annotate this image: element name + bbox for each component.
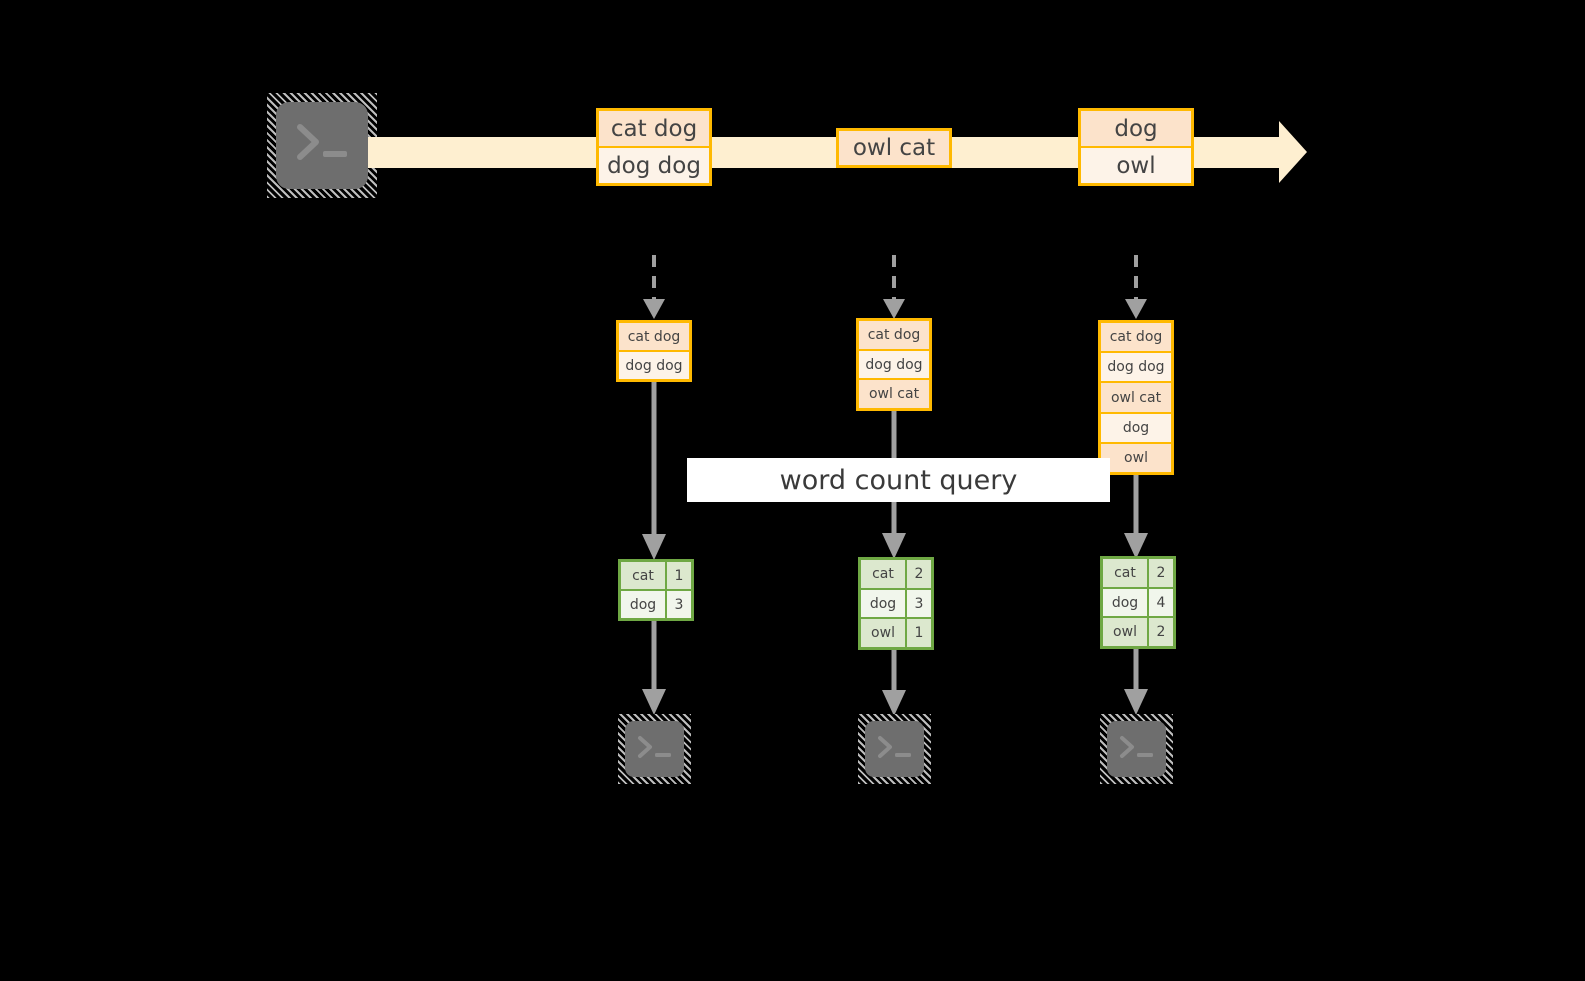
terminal-prompt-glyph [267, 93, 377, 198]
buffer-2-line-3: owl cat [859, 378, 929, 409]
sink-terminal-icon-3 [1100, 714, 1173, 784]
buffer-snapshot-3: cat dog dog dog owl cat dog owl [1098, 320, 1174, 475]
table-row: owl 1 [861, 617, 931, 648]
result-2-word-3: owl [861, 619, 905, 648]
result-3-word-3: owl [1103, 618, 1147, 647]
terminal-body [865, 721, 924, 777]
result-1-word-1: cat [621, 562, 665, 589]
terminal-body [625, 721, 684, 777]
sink-terminal-icon-1 [618, 714, 691, 784]
terminal-prompt-glyph [858, 714, 931, 784]
result-3-count-1: 2 [1147, 559, 1173, 587]
buffer-3-line-4: dog [1101, 411, 1171, 442]
terminal-body [1107, 721, 1166, 777]
buffer-2-line-2: dog dog [859, 348, 929, 379]
sink-terminal-icon-2 [858, 714, 931, 784]
result-to-sink-connector-2 [880, 650, 908, 718]
result-to-sink-connector-1 [640, 621, 668, 717]
result-table-1: cat 1 dog 3 [618, 559, 694, 621]
table-row: cat 2 [1103, 559, 1173, 587]
buffer-to-result-connector-3 [1122, 475, 1150, 561]
stream-record-3-line-2: owl [1081, 146, 1191, 183]
buffer-to-result-connector-1 [640, 382, 668, 562]
result-table-3: cat 2 dog 4 owl 2 [1100, 556, 1176, 649]
buffer-3-line-2: dog dog [1101, 351, 1171, 382]
table-row: cat 1 [621, 562, 691, 589]
result-2-word-1: cat [861, 560, 905, 588]
result-1-count-1: 1 [665, 562, 691, 589]
terminal-prompt-glyph [1100, 714, 1173, 784]
table-row: dog 4 [1103, 586, 1173, 617]
result-2-word-2: dog [861, 589, 905, 618]
terminal-body [276, 102, 368, 189]
buffer-snapshot-2: cat dog dog dog owl cat [856, 318, 932, 411]
result-2-count-2: 3 [905, 589, 931, 618]
result-1-count-2: 3 [665, 591, 691, 618]
source-terminal-icon [267, 93, 377, 198]
result-3-word-1: cat [1103, 559, 1147, 587]
buffer-1-line-2: dog dog [619, 350, 689, 379]
buffer-1-line-1: cat dog [619, 323, 689, 350]
stream-to-buffer-connector-2 [880, 255, 908, 323]
terminal-prompt-glyph [618, 714, 691, 784]
stream-record-1-line-1: cat dog [599, 111, 709, 146]
query-label: word count query [687, 458, 1110, 502]
stream-record-1: cat dog dog dog [596, 108, 712, 186]
stream-to-buffer-connector-1 [640, 255, 668, 323]
buffer-3-line-5: owl [1101, 441, 1171, 473]
buffer-3-line-3: owl cat [1101, 381, 1171, 412]
table-row: owl 2 [1103, 616, 1173, 647]
result-table-2: cat 2 dog 3 owl 1 [858, 557, 934, 650]
result-3-count-2: 4 [1147, 588, 1173, 617]
result-to-sink-connector-3 [1122, 649, 1150, 717]
buffer-2-line-1: cat dog [859, 321, 929, 349]
result-3-word-2: dog [1103, 588, 1147, 617]
stream-record-1-line-2: dog dog [599, 146, 709, 183]
stream-record-3: dog owl [1078, 108, 1194, 186]
result-1-word-2: dog [621, 591, 665, 618]
stream-record-3-line-1: dog [1081, 111, 1191, 146]
result-3-count-3: 2 [1147, 618, 1173, 647]
buffer-3-line-1: cat dog [1101, 323, 1171, 352]
stream-record-2: owl cat [836, 128, 952, 168]
stream-to-buffer-connector-3 [1122, 255, 1150, 323]
result-2-count-1: 2 [905, 560, 931, 588]
buffer-snapshot-1: cat dog dog dog [616, 320, 692, 382]
table-row: cat 2 [861, 560, 931, 588]
event-stream-arrowhead [1249, 121, 1307, 183]
table-row: dog 3 [621, 589, 691, 618]
table-row: dog 3 [861, 587, 931, 618]
result-2-count-3: 1 [905, 619, 931, 648]
stream-record-2-line-1: owl cat [839, 131, 949, 165]
